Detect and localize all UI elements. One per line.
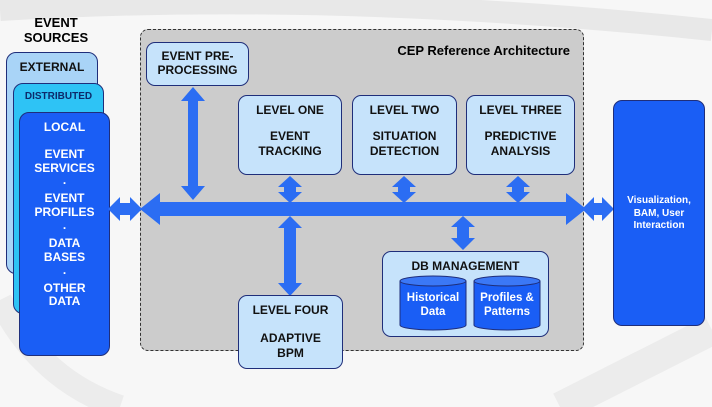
level-three-arrow (506, 176, 530, 203)
separator-dot-1: . (62, 173, 67, 188)
external-label: EXTERNAL (19, 60, 85, 74)
level-one-arrow (278, 176, 302, 203)
local-sources-list: LOCAL EVENT SERVICES . EVENT PROFILES . … (19, 120, 110, 309)
event-services-line1: EVENT (44, 146, 85, 161)
profiles-patterns-label: Profiles & Patterns (474, 292, 540, 320)
level-one-box: LEVEL ONE EVENT TRACKING (238, 95, 342, 175)
cep-title: CEP Reference Architecture (397, 43, 570, 58)
level-three-box: LEVEL THREE PREDICTIVE ANALYSIS (466, 95, 575, 175)
level-two-line1: SITUATION (372, 129, 437, 144)
preprocessing-line2: PROCESSING (157, 63, 238, 78)
event-sources-title-line1: EVENT (34, 15, 78, 30)
preprocessing-line1: EVENT PRE- (161, 49, 234, 63)
level-four-line2: BPM (277, 345, 304, 360)
main-bus-arrow (140, 193, 586, 225)
profiles-line2: Patterns (483, 305, 531, 318)
level-one-line1: EVENT (269, 129, 310, 144)
db-management-arrow (451, 216, 475, 250)
data-bases-line2: BASES (43, 249, 86, 264)
local-label: LOCAL (43, 120, 86, 134)
level-four-box: LEVEL FOUR ADAPTIVE BPM (238, 295, 343, 369)
visualization-line1: Visualization, (627, 195, 691, 206)
separator-dot-3: . (62, 262, 67, 277)
level-three-line1: PREDICTIVE (484, 129, 557, 144)
db-management-title: DB MANAGEMENT (411, 259, 520, 273)
historical-line2: Data (420, 305, 446, 318)
historical-line1: Historical (406, 292, 460, 304)
level-two-line2: DETECTION (369, 143, 440, 158)
level-one-title: LEVEL ONE (256, 103, 324, 117)
output-arrow (582, 197, 614, 221)
level-four-title: LEVEL FOUR (252, 303, 329, 317)
other-data-line2: DATA (48, 294, 81, 309)
event-profiles-line2: PROFILES (34, 205, 95, 220)
separator-dot-2: . (62, 217, 67, 232)
level-three-title: LEVEL THREE (479, 103, 562, 117)
level-one-line2: TRACKING (258, 143, 322, 158)
event-preprocessing-box: EVENT PRE- PROCESSING (146, 42, 249, 86)
historical-data-label: Historical Data (400, 292, 466, 320)
local-card (19, 112, 110, 356)
visualization-line2: BAM, User (633, 207, 685, 219)
level-two-box: LEVEL TWO SITUATION DETECTION (352, 95, 457, 175)
source-input-arrow (108, 197, 142, 221)
data-bases-line1: DATA (48, 235, 81, 250)
event-sources-title: EVENT SOURCES (22, 15, 90, 46)
level-four-arrow (278, 216, 302, 296)
event-profiles-line1: EVENT (44, 191, 85, 206)
event-services-line2: SERVICES (34, 160, 95, 175)
visualization-box: Visualization, BAM, User Interaction (613, 100, 705, 326)
profiles-patterns-cylinder (473, 275, 541, 331)
visualization-line3: Interaction (633, 220, 685, 231)
historical-data-cylinder (399, 275, 467, 331)
preprocessing-arrow (181, 87, 205, 200)
distributed-label: DISTRIBUTED (24, 91, 93, 102)
profiles-line1: Profiles & (480, 292, 534, 304)
level-two-arrow (392, 176, 416, 203)
other-data-line1: OTHER (43, 280, 86, 295)
level-two-title: LEVEL TWO (369, 103, 440, 117)
event-sources-title-line2: SOURCES (23, 29, 89, 45)
level-four-line1: ADAPTIVE (260, 331, 321, 346)
visualization-text: Visualization, BAM, User Interaction (614, 195, 704, 233)
level-three-line2: ANALYSIS (490, 143, 551, 158)
